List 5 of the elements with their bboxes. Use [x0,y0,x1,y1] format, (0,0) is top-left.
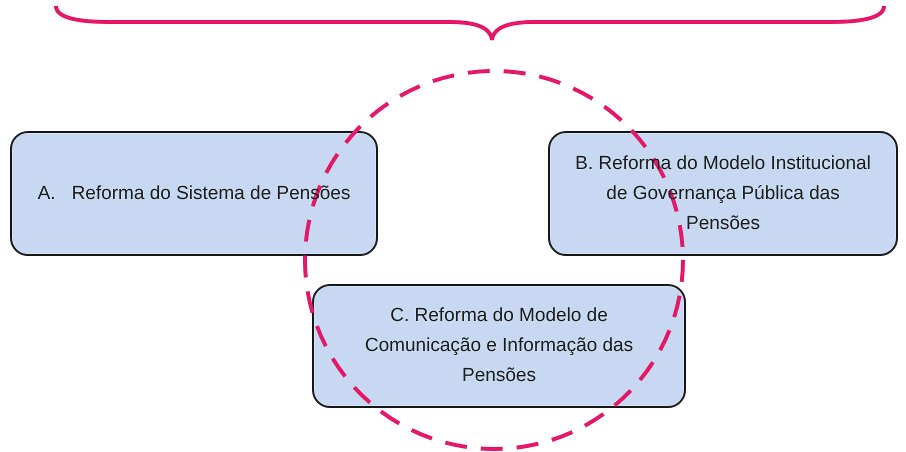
rounded-box [548,131,898,256]
rounded-box [10,131,378,256]
box-label: C. Reforma do Modelo de Comunicação e Informação das Pensões [364,304,634,388]
rounded-box [312,284,686,408]
box-label: A. [38,182,56,206]
